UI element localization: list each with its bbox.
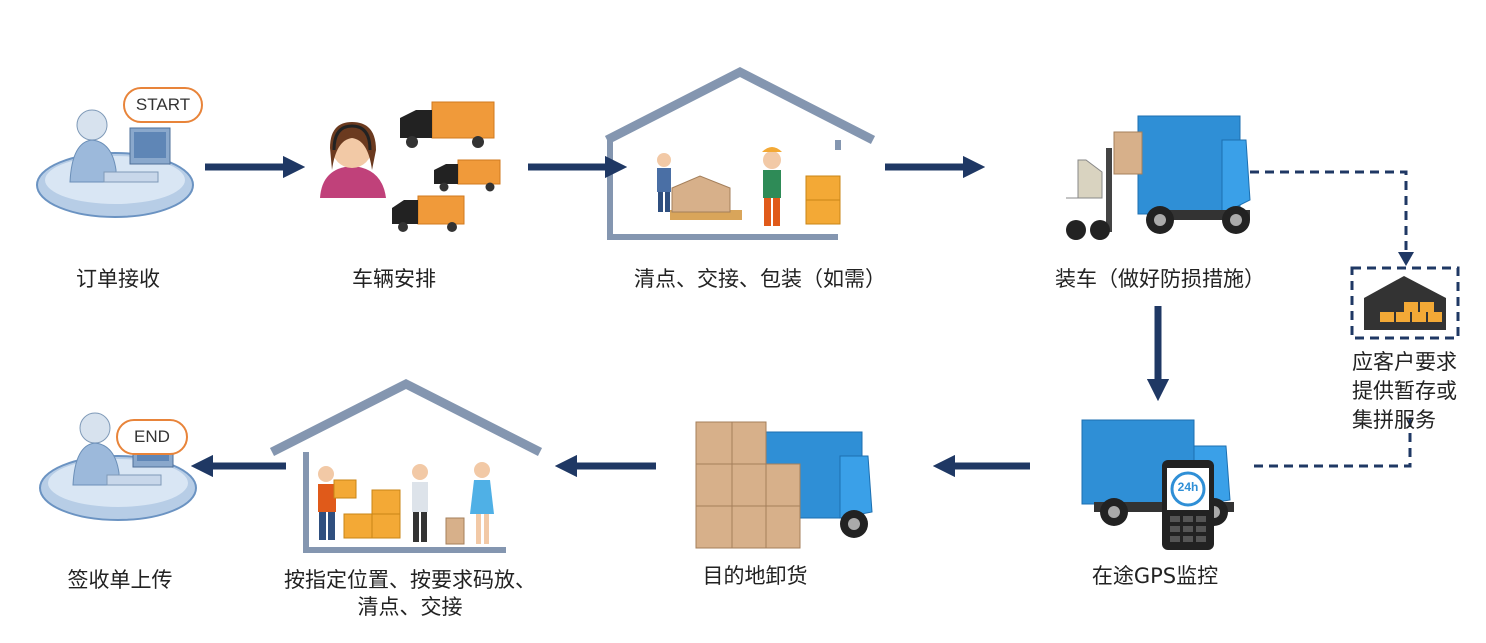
step-label-unloading: 目的地卸货	[702, 564, 808, 588]
unloading-icon	[695, 421, 873, 549]
storage-service-note: 应客户要求 提供暂存或 集拼服务	[1352, 350, 1457, 432]
warehouse-handover-icon	[269, 378, 543, 553]
storage-dashed-path	[1250, 170, 1412, 468]
step-label-stacking: 按指定位置、按要求码放、 清点、交接	[284, 568, 536, 620]
gps-tracking-icon	[1081, 419, 1234, 550]
loading-truck-icon	[1066, 115, 1251, 240]
step-label-count-pack: 清点、交接、包装（如需）	[634, 267, 886, 291]
order-receive-icon	[36, 109, 194, 218]
vehicle-dispatch-icon	[320, 101, 501, 232]
start-badge: START	[123, 87, 203, 123]
step-label-vehicle-dispatch: 车辆安排	[352, 267, 436, 291]
flow-arrows	[190, 155, 1170, 478]
storage-dashed-arrowhead	[1398, 252, 1414, 266]
step-label-loading: 装车（做好防损措施）	[1055, 267, 1265, 291]
step-label-gps: 在途GPS监控	[1091, 564, 1219, 588]
end-badge: END	[116, 419, 188, 455]
warehouse-pack-icon	[604, 66, 876, 240]
step-label-sign-upload: 签收单上传	[67, 568, 173, 592]
step-label-order-receive: 订单接收	[76, 267, 160, 291]
phone-24h-text: 24h	[1177, 480, 1199, 494]
storage-warehouse-icon	[1350, 266, 1460, 340]
